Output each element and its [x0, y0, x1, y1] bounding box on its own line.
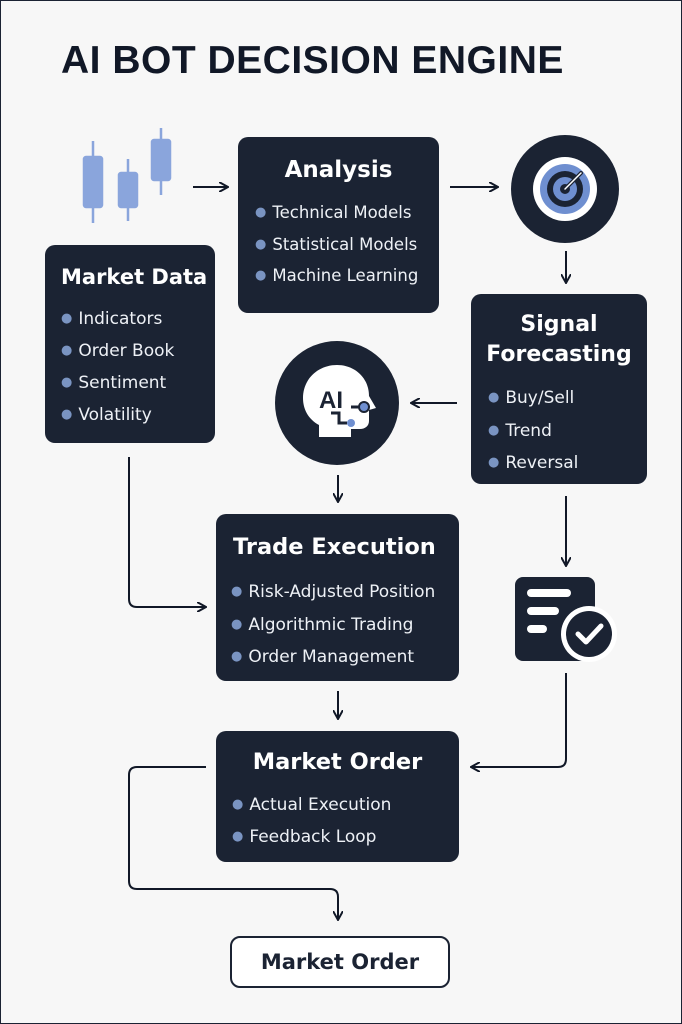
ai-label: AI	[319, 387, 343, 414]
analysis-box: Analysis ● Technical Models ● Statistical …	[238, 137, 439, 313]
list-item-label: Machine Learning	[272, 266, 419, 285]
market-data-box: Market Data ● Indicators ● Order Book ● Sen…	[45, 245, 215, 443]
arrow-checklist-to-order	[472, 673, 567, 767]
bullet-icon: ●	[61, 375, 73, 390]
list-item-label: Technical Models	[272, 203, 412, 222]
bullet-icon: ●	[61, 311, 73, 326]
bullet-icon: ●	[488, 422, 500, 438]
bullet-icon: ●	[255, 236, 267, 252]
trade-execution-title: Trade Execution	[233, 534, 436, 560]
bullet-icon: ●	[231, 584, 243, 599]
list-item-label: Actual Execution	[249, 795, 392, 815]
list-item: ● Algorithmic Trading	[231, 609, 459, 642]
list-item-label: Indicators	[78, 309, 163, 329]
bullet-icon: ●	[231, 616, 243, 632]
list-item: ● Order Book	[61, 335, 215, 367]
bullet-icon: ●	[232, 829, 244, 844]
checklist-icon	[513, 575, 619, 667]
list-item-label: Buy/Sell	[505, 388, 575, 408]
final-market-order-node: Market Order	[230, 936, 450, 988]
signal-forecasting-box: Signal Forecasting ● Buy/Sell ● Trend ● Rev…	[471, 294, 647, 484]
ai-head-icon: AI	[275, 341, 399, 465]
list-item-label: Reversal	[505, 453, 579, 473]
list-item: ● Trend	[488, 415, 647, 448]
bullet-icon: ●	[61, 343, 73, 358]
list-item-label: Risk-Adjusted Position	[248, 582, 436, 602]
market-order-box: Market Order ● Actual Execution ● Feedback…	[216, 731, 459, 862]
bullet-icon: ●	[231, 649, 243, 664]
list-item: ● Feedback Loop	[232, 821, 459, 853]
signal-forecasting-title: Signal Forecasting	[471, 310, 647, 370]
bullet-icon: ●	[232, 797, 244, 812]
list-item-label: Order Book	[78, 341, 175, 361]
trade-execution-box: Trade Execution ● Risk-Adjusted Position …	[216, 514, 459, 681]
signal-title-line-1: Signal	[520, 312, 598, 337]
list-item: ● Statistical Models	[255, 229, 439, 261]
list-item: ● Risk-Adjusted Position	[231, 576, 459, 609]
market-data-list: ● Indicators ● Order Book ● Sentiment ● Vola…	[61, 303, 215, 431]
market-data-title: Market Data	[61, 265, 208, 289]
list-item: ● Indicators	[61, 303, 215, 335]
bullet-icon: ●	[255, 205, 267, 220]
checklist-icon-graphic	[515, 577, 617, 662]
bullet-icon: ●	[488, 455, 500, 470]
analysis-title: Analysis	[284, 157, 393, 183]
market-order-list: ● Actual Execution ● Feedback Loop	[232, 789, 459, 853]
arrow-order-to-final	[128, 766, 338, 919]
arrow-market-data-to-trade	[128, 457, 205, 607]
candlestick-chart-icon	[82, 128, 172, 223]
analysis-list: ● Technical Models ● Statistical Models ● M…	[255, 197, 439, 292]
list-item: ● Order Management	[231, 641, 459, 674]
list-item: ● Volatility	[61, 399, 215, 431]
list-item: ● Reversal	[488, 447, 647, 480]
signal-title-line-2: Forecasting	[486, 342, 632, 367]
list-item-label: Trend	[505, 420, 552, 441]
list-item: ● Machine Learning	[255, 260, 439, 292]
target-icon	[511, 135, 619, 243]
bullet-icon: ●	[255, 268, 267, 283]
list-item-label: Statistical Models	[272, 234, 418, 254]
list-item-label: Order Management	[248, 647, 415, 667]
list-item-label: Sentiment	[78, 373, 167, 393]
list-item: ● Technical Models	[255, 197, 439, 229]
target-icon-graphic	[533, 157, 597, 221]
market-order-title: Market Order	[252, 749, 423, 775]
ai-head-icon-graphic: AI	[303, 365, 376, 437]
list-item-label: Feedback Loop	[249, 827, 377, 847]
list-item-label: Volatility	[78, 405, 152, 425]
list-item-label: Algorithmic Trading	[248, 614, 414, 635]
bullet-icon: ●	[61, 407, 73, 422]
bullet-icon: ●	[488, 390, 500, 405]
trade-execution-list: ● Risk-Adjusted Position ● Algorithmic Tra…	[231, 576, 459, 674]
page-title: AI BOT DECISION ENGINE	[61, 39, 564, 82]
signal-forecasting-list: ● Buy/Sell ● Trend ● Reversal	[488, 382, 647, 480]
list-item: ● Sentiment	[61, 367, 215, 399]
list-item: ● Actual Execution	[232, 789, 459, 821]
list-item: ● Buy/Sell	[488, 382, 647, 415]
